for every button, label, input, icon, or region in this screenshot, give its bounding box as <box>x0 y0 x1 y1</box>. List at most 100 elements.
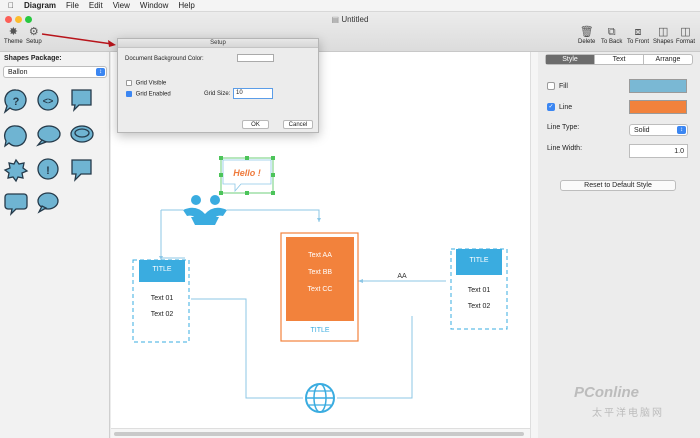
tab-arrange[interactable]: Arrange <box>655 56 681 63</box>
horizontal-scrollbar[interactable] <box>111 428 530 438</box>
shapes-package-label: Shapes Package: <box>4 55 62 62</box>
zoom-window-button[interactable] <box>25 16 32 23</box>
svg-text:<>: <> <box>43 96 54 106</box>
close-window-button[interactable] <box>5 16 12 23</box>
burst-balloon-shape[interactable] <box>3 158 29 183</box>
to-back-icon: ⧉ <box>607 26 616 38</box>
line-type-select[interactable]: Solid ↕ <box>629 124 688 136</box>
gear-icon: ⚙ <box>28 26 39 38</box>
line-width-input[interactable]: 1.0 <box>629 144 688 158</box>
node-center-item: Text BB <box>307 269 333 276</box>
menu-help[interactable]: Help <box>172 1 194 10</box>
fill-color-swatch[interactable] <box>629 79 687 93</box>
connector-avatar-right <box>227 209 320 222</box>
dialog-title: Setup <box>118 39 318 48</box>
people-icon[interactable] <box>183 195 227 225</box>
menu-edit[interactable]: Edit <box>82 1 103 10</box>
shapes-grid: .bl{fill:#6fb4d2;stroke:#253a4a;stroke-w… <box>3 89 94 216</box>
vertical-scrollbar[interactable] <box>530 52 538 438</box>
watermark-brand: PConline <box>574 384 640 401</box>
fill-label: Fill <box>558 82 568 90</box>
speech-balloon-shape[interactable] <box>37 192 59 214</box>
oval-balloon-shape[interactable] <box>36 125 61 147</box>
menu-bar:  Diagram File Edit View Window Help <box>0 0 700 12</box>
line-width-label: Line Width: <box>547 145 583 152</box>
fill-checkbox[interactable] <box>547 82 555 90</box>
shapes-panel: Shapes Package: Ballon ↕ .bl{fill:#6fb4d… <box>0 52 110 438</box>
chevron-updown-icon: ↕ <box>677 126 686 134</box>
tab-text[interactable]: Text <box>595 55 644 64</box>
hello-callout[interactable]: Hello ! <box>219 156 275 195</box>
selection-handles <box>219 156 275 195</box>
rect-balloon-shape[interactable] <box>71 159 92 182</box>
scroll-thumb[interactable] <box>114 432 524 436</box>
format-button[interactable]: ◫ Format <box>676 26 696 45</box>
node-center-item: Text AA <box>308 252 332 259</box>
menu-file[interactable]: File <box>60 1 79 10</box>
shapes-button[interactable]: ◫ Shapes <box>653 26 674 45</box>
node-right-item: Text 01 <box>467 287 491 294</box>
arrow-head-icon <box>317 218 321 222</box>
ok-button[interactable]: OK <box>242 120 269 129</box>
delete-button[interactable]: 🗑 Delete <box>578 26 596 45</box>
grid-size-label: Grid Size: <box>204 91 231 97</box>
cancel-button[interactable]: Cancel <box>283 120 313 129</box>
grid-enabled-checkbox[interactable] <box>126 91 132 97</box>
connector-left-to-globe <box>191 298 303 399</box>
line-color-swatch[interactable] <box>629 100 687 114</box>
code-balloon-shape[interactable]: <> <box>37 89 59 111</box>
node-left-item: Text 02 <box>150 311 174 318</box>
to-front-icon: ⧈ <box>634 26 642 38</box>
diagram-svg: AA Hello ! <box>132 156 508 413</box>
format-icon: ◫ <box>680 26 691 38</box>
reset-style-button[interactable]: Reset to Default Style <box>560 180 676 191</box>
to-front-button[interactable]: ⧈ To Front <box>627 26 650 45</box>
node-center[interactable] <box>280 232 359 342</box>
minimize-window-button[interactable] <box>15 16 22 23</box>
trash-icon: 🗑 <box>579 26 594 38</box>
grid-enabled-row: Grid Enabled <box>126 91 171 98</box>
double-oval-balloon-shape[interactable] <box>70 125 94 143</box>
question-balloon-shape[interactable]: ? <box>3 89 27 114</box>
node-right-title: TITLE <box>469 257 489 264</box>
inspector-tabs: Style Text Arrange <box>545 54 693 65</box>
connector-label[interactable]: AA <box>397 273 407 280</box>
arrow-head-icon <box>159 256 163 260</box>
window-toolbar: ▤ Untitled ✸ Theme ⚙ Setup 🗑 Delete ⧉ To… <box>0 12 700 52</box>
rounded-rect-balloon-shape[interactable] <box>4 193 28 216</box>
apple-menu-icon[interactable]:  <box>8 1 14 10</box>
node-right[interactable] <box>450 248 508 330</box>
theme-wand-icon: ✸ <box>8 26 18 38</box>
round-balloon-shape[interactable] <box>3 125 27 148</box>
square-balloon-shape[interactable] <box>71 89 92 112</box>
line-row: ✓ Line <box>547 103 572 111</box>
setup-dialog: Setup Document Background Color: Grid Vi… <box>117 38 319 133</box>
line-type-label: Line Type: <box>547 124 580 131</box>
callout-text: Hello ! <box>233 168 261 178</box>
tab-style[interactable]: Style <box>546 55 595 64</box>
grid-visible-row: Grid Visible <box>126 80 166 87</box>
grid-visible-label: Grid Visible <box>135 80 167 87</box>
node-center-item: Text CC <box>307 286 333 293</box>
grid-visible-checkbox[interactable] <box>126 80 132 86</box>
node-left[interactable] <box>132 259 190 343</box>
globe-icon[interactable] <box>305 383 335 413</box>
menu-window[interactable]: Window <box>133 1 168 10</box>
to-back-button[interactable]: ⧉ To Back <box>601 26 623 45</box>
node-center-title: TITLE <box>310 327 330 334</box>
shapes-icon: ◫ <box>657 26 669 38</box>
menu-view[interactable]: View <box>106 1 130 10</box>
exclamation-balloon-shape[interactable]: ! <box>37 158 59 180</box>
svg-text:?: ? <box>13 96 20 108</box>
document-title: ▤ Untitled <box>331 15 369 24</box>
svg-text:!: ! <box>46 165 50 177</box>
menu-app-name[interactable]: Diagram <box>18 1 56 10</box>
line-checkbox[interactable]: ✓ <box>547 103 555 111</box>
bg-color-label: Document Background Color: <box>125 56 204 62</box>
bg-color-well[interactable] <box>237 54 274 62</box>
grid-size-input[interactable]: 10 <box>233 88 273 99</box>
theme-button[interactable]: ✸ Theme <box>4 26 23 45</box>
watermark-sub: 太平洋电脑网 <box>592 408 664 419</box>
setup-button[interactable]: ⚙ Setup <box>26 26 42 45</box>
shapes-package-select[interactable]: Ballon ↕ <box>3 66 107 78</box>
